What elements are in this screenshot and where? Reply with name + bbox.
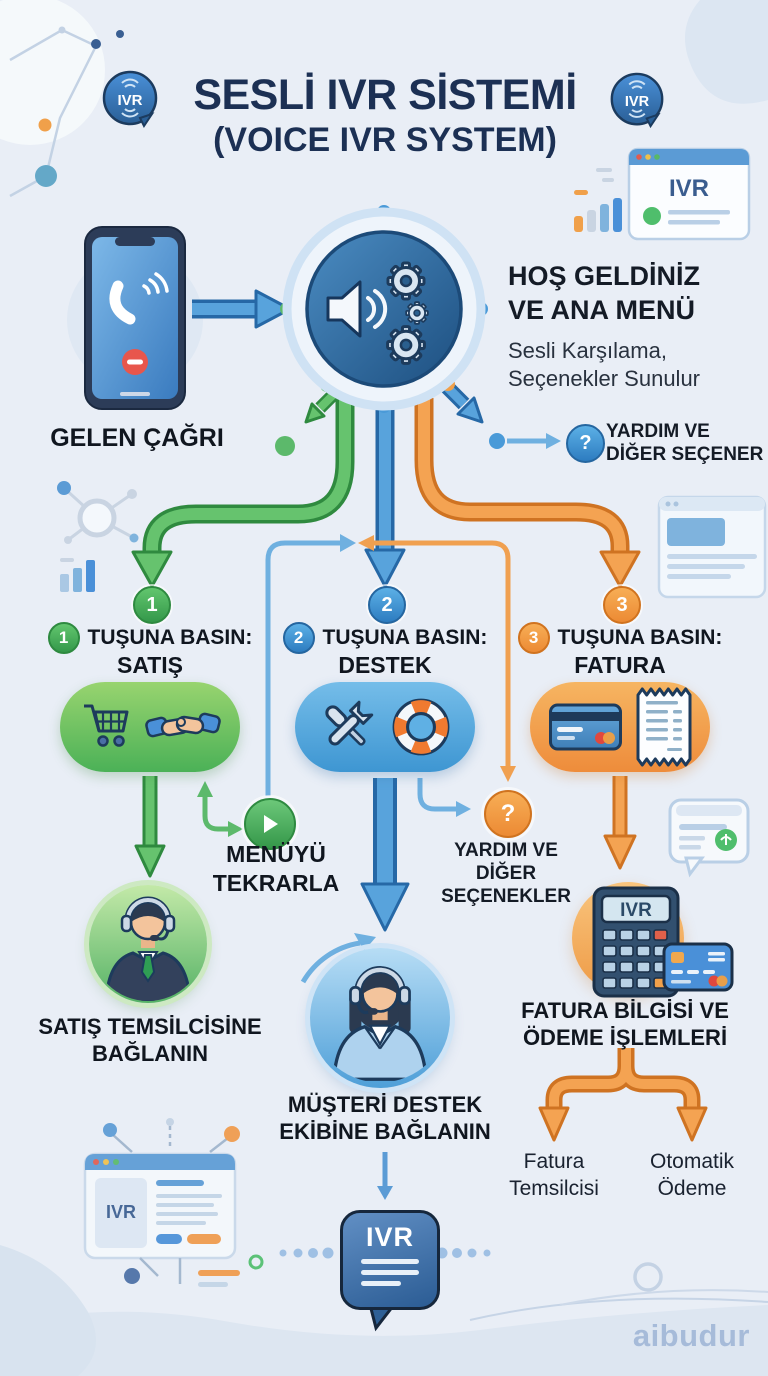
branch-1-number: 1 xyxy=(133,586,171,624)
credit-card-icon xyxy=(662,942,734,992)
chat-bubble-icon xyxy=(668,798,750,878)
play-icon xyxy=(244,798,296,850)
credit-card-icon xyxy=(549,703,622,751)
branch-2-press: 2 TUŞUNA BASIN: xyxy=(265,622,505,654)
bar-chart-icon xyxy=(574,168,622,232)
sales-pill xyxy=(60,682,240,772)
svg-text:IVR: IVR xyxy=(117,92,142,109)
speaker-gears-icon xyxy=(282,207,486,411)
question-icon: ? xyxy=(566,424,605,463)
branch-2-name: DESTEK xyxy=(338,652,432,678)
help-mid-label: YARDIM VE DİĞER SEÇENEKLER xyxy=(441,840,571,907)
branch-3-press: 3 TUŞUNA BASIN: xyxy=(500,622,740,654)
branch-1-name: SATIŞ xyxy=(116,652,184,678)
support-pill xyxy=(295,682,475,772)
branch-3-badge: 3 xyxy=(517,622,550,654)
main-menu-desc-line2: Seçenekler Sunulur xyxy=(508,366,701,392)
branch-1-badge: 1 xyxy=(47,622,80,654)
support-agent-icon xyxy=(310,948,450,1088)
branch-2-badge: 2 xyxy=(282,622,315,654)
phone-icon xyxy=(84,226,186,410)
ivr-window-icon: IVR xyxy=(627,147,751,241)
help-top-label: YARDIM VE DİĞER SEÇENER xyxy=(606,421,764,465)
billing-outcome-rep: Fatura Temsilcisi xyxy=(509,1150,599,1201)
svg-text:IVR: IVR xyxy=(669,175,709,202)
support-result-label: MÜŞTERİ DESTEK EKİBİNE BAĞLANIN xyxy=(279,1092,491,1144)
billing-pill xyxy=(530,682,710,772)
watermark: aibudur xyxy=(632,1318,750,1353)
billing-outcome-auto: Otomatik Ödeme xyxy=(649,1150,735,1201)
cart-icon xyxy=(84,704,129,747)
svg-text:IVR: IVR xyxy=(106,1202,136,1222)
main-menu-title-line1: HOŞ GELDİNİZ xyxy=(508,261,701,291)
lifebuoy-icon xyxy=(392,698,450,756)
main-menu-desc-line1: Sesli Karşılama, xyxy=(508,337,667,363)
browser-window-icon xyxy=(657,495,767,599)
ivr-bubble-label: IVR xyxy=(365,1222,414,1252)
sales-result-label: SATIŞ TEMSİLCİSİNE BAĞLANIN xyxy=(38,1014,262,1066)
branch-1-press: 1 TUŞUNA BASIN: xyxy=(30,622,270,654)
ivr-badge-icon: IVR xyxy=(610,72,664,129)
repeat-menu-label: MENÜYÜ TEKRARLA xyxy=(212,841,340,896)
chart-doodle-icon xyxy=(57,481,139,592)
billing-result-label: FATURA BİLGİSİ VE ÖDEME İŞLEMLERİ xyxy=(521,998,729,1050)
branch-2-number: 2 xyxy=(368,586,406,624)
ivr-badge-icon: IVR xyxy=(102,70,158,128)
main-menu-title-line2: VE ANA MENÜ xyxy=(508,294,696,325)
ivr-bubble-icon: IVR xyxy=(340,1210,440,1310)
sales-agent-icon xyxy=(89,885,207,1003)
branch-3-number: 3 xyxy=(603,586,641,624)
bottom-window-icon: IVR xyxy=(83,1118,264,1287)
network-doodle-icon xyxy=(9,26,124,198)
receipt-icon xyxy=(636,687,692,767)
svg-text:IVR: IVR xyxy=(620,900,652,921)
main-menu-text: HOŞ GELDİNİZ VE ANA MENÜ Sesli Karşılama… xyxy=(508,260,763,394)
calculator-icon: IVR xyxy=(592,886,734,998)
svg-text:IVR: IVR xyxy=(625,94,650,110)
handshake-icon xyxy=(145,712,221,738)
incoming-call-label: GELEN ÇAĞRI xyxy=(50,424,224,452)
page-subtitle: (VOICE IVR SYSTEM) xyxy=(213,121,557,159)
page-title: SESLİ IVR SİSTEMİ xyxy=(193,71,577,119)
tools-icon xyxy=(325,700,374,746)
question-icon: ? xyxy=(484,790,532,838)
branch-3-name: FATURA xyxy=(574,652,666,678)
